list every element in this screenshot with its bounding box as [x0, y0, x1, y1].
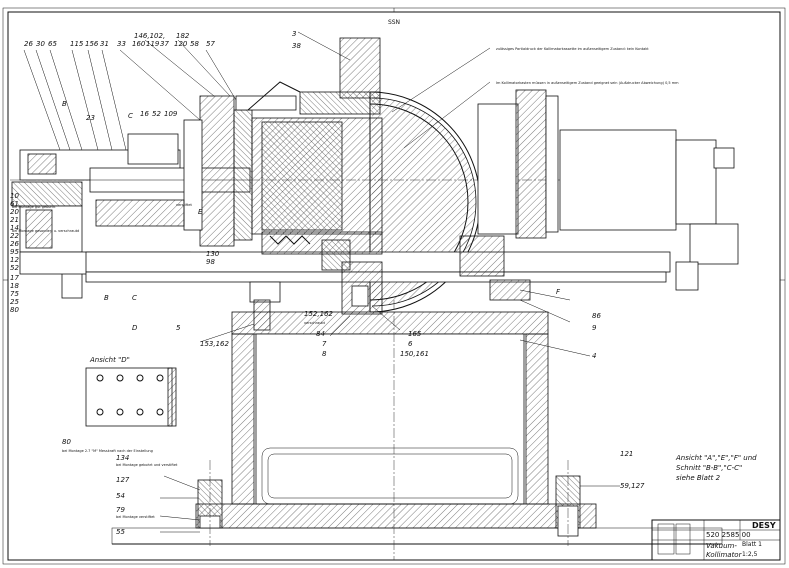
callout-l-21: 21 — [10, 216, 19, 224]
section-marks: B C D E F — [104, 208, 561, 332]
leader-lines — [23, 31, 620, 533]
note-top-2: Im Kollimatorkasten müssen in außenseiti… — [496, 81, 679, 85]
note-verstiftet: verstiftet — [176, 203, 193, 207]
callout-l-75: 75 — [10, 290, 19, 298]
callout-l-80: 80 — [10, 306, 19, 314]
section-mark-d: D — [132, 324, 138, 332]
title-block-title-1: Vakuum- — [706, 542, 737, 550]
callout-l-22: 22 — [10, 232, 19, 240]
callout-l-10: 10 — [10, 192, 19, 200]
callout-38: 38 — [292, 42, 301, 50]
callout-152-162: 152,162 — [304, 310, 333, 318]
note-80: bei Montage 2.7 "M" Messkraft nach der E… — [62, 449, 153, 453]
side-note-line-2: Schnitt "B-B","C-C" — [676, 464, 742, 472]
callout-182: 182 — [176, 32, 190, 40]
callout-160: 160 — [132, 40, 146, 48]
callout-l-25: 25 — [10, 298, 19, 306]
callout-80-detail: 80 — [62, 438, 71, 446]
callout-65: 65 — [48, 40, 57, 48]
title-block-scale: 1:2,5 — [742, 551, 758, 558]
section-mark-c: C — [132, 294, 137, 302]
callout-6: 6 — [408, 340, 413, 348]
callout-l-12: 12 — [10, 256, 19, 264]
note-152: verschraubt — [304, 321, 326, 325]
callout-86: 86 — [592, 312, 601, 320]
callout-84: 84 — [316, 330, 325, 338]
callout-98: 98 — [206, 258, 215, 266]
support-stand — [111, 300, 723, 560]
callout-8: 8 — [322, 350, 327, 358]
note-134: bei Montage gebohrt und verstiftet — [116, 463, 178, 467]
callout-l-17: 17 — [10, 274, 19, 282]
callout-120: 120 — [174, 40, 188, 48]
note-gesondert: bei Montage gesondert u. verschraubt — [12, 229, 80, 233]
callout-79: 79 — [116, 506, 125, 514]
callout-119: 119 — [146, 40, 160, 48]
title-block: DESY 520 2585 00 Blatt 1 Vakuum- Kollima… — [651, 519, 781, 561]
callout-37: 37 — [160, 40, 169, 48]
title-block-sheet: Blatt 1 — [742, 541, 762, 548]
side-note-line-1: Ansicht "A","E","F" und — [675, 454, 757, 462]
note-79: bei Montage verstiftet — [116, 515, 155, 519]
callout-52: 52 — [152, 110, 161, 118]
section-mark-f: F — [556, 288, 561, 296]
callout-55: 55 — [116, 528, 125, 536]
view-d-detail — [85, 367, 177, 427]
title-block-company: DESY — [752, 521, 776, 530]
title-block-title-2: Kollimator — [706, 551, 743, 559]
callout-153-162: 153,162 — [200, 340, 229, 348]
mid-callouts: 23 C 16 52 109 B 130 98 — [62, 100, 220, 266]
view-d-title: Ansicht "D" — [89, 356, 130, 364]
callout-30: 30 — [36, 40, 45, 48]
note-top-1: zulässiges Partialdruck der Kollimatorka… — [496, 47, 649, 51]
top-callouts: 26 30 65 115 156 31 33 146,102, 160 119 … — [24, 30, 301, 50]
callout-127: 127 — [116, 476, 130, 484]
callout-3: 3 — [292, 30, 296, 38]
note-bei-montage: bei Montage gut gebohrt — [12, 205, 56, 209]
callout-5: 5 — [176, 324, 181, 332]
callout-150-161: 150,161 — [400, 350, 429, 358]
callout-l-61: 61 — [10, 200, 19, 208]
title-block-drawing-number: 520 2585 00 — [706, 531, 751, 539]
callout-b-mark: B — [62, 100, 67, 108]
callout-23: 23 — [86, 114, 95, 122]
callout-165: 165 — [408, 330, 422, 338]
notes: zulässiges Partialdruck der Kollimatorka… — [12, 47, 679, 519]
top-center-label: SSN — [388, 19, 400, 26]
callout-l-52: 52 — [10, 264, 19, 272]
callout-156: 156 — [85, 40, 99, 48]
callout-l-18: 18 — [10, 282, 19, 290]
side-note-line-3: siehe Blatt 2 — [676, 474, 721, 482]
callout-109: 109 — [164, 110, 178, 118]
lower-callouts: 5 153,162 152,162 7 8 84 165 6 150,161 8… — [62, 310, 645, 536]
callout-33: 33 — [117, 40, 126, 48]
section-mark-b: B — [104, 294, 109, 302]
callout-54: 54 — [116, 492, 125, 500]
callout-57: 57 — [206, 40, 215, 48]
callout-115: 115 — [70, 40, 84, 48]
callout-130: 130 — [206, 250, 220, 258]
left-callouts: 10 61 20 21 14 22 26 95 12 52 17 18 75 2… — [10, 192, 19, 314]
callout-31: 31 — [100, 40, 109, 48]
callout-c-mark: C — [128, 112, 133, 120]
callout-134: 134 — [116, 454, 129, 462]
callout-59-127: 59,127 — [620, 482, 645, 490]
callout-16: 16 — [140, 110, 149, 118]
callout-9: 9 — [592, 324, 597, 332]
callout-l-95: 95 — [10, 248, 19, 256]
callout-58: 58 — [190, 40, 199, 48]
upper-assembly — [10, 37, 739, 331]
callout-l-20: 20 — [10, 208, 19, 216]
section-mark-e: E — [198, 208, 203, 216]
callout-7: 7 — [322, 340, 327, 348]
callout-146-102: 146,102, — [134, 32, 165, 40]
callout-l-26: 26 — [10, 240, 19, 248]
side-note: Ansicht "A","E","F" und Schnitt "B-B","C… — [675, 454, 757, 482]
callout-l-14: 14 — [10, 224, 19, 232]
callout-121: 121 — [620, 450, 633, 458]
callout-4: 4 — [592, 352, 596, 360]
callout-26: 26 — [24, 40, 33, 48]
